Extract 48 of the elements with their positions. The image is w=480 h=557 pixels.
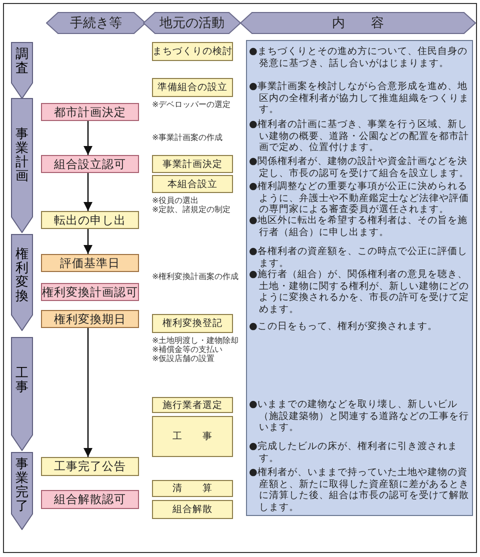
content-panel (246, 40, 473, 516)
arrow (83, 121, 93, 155)
arrow (83, 229, 93, 254)
phase-band: 調査 (11, 42, 33, 99)
procedure-box: 組合解散認可 (41, 490, 139, 509)
activity-box: 施行業者選定 (152, 397, 233, 413)
procedure-box: 権利変換計画認可 (41, 283, 139, 301)
activity-box: 清 算 (152, 480, 233, 497)
bullet-text: ●各権利者の資産額を、この時点で公正に評価します。 (249, 246, 468, 269)
procedure-box: 都市計画決定 (41, 103, 139, 121)
note-text: ※権利変換計画案の作成 (152, 272, 239, 281)
phase-band: 工事 (11, 337, 33, 451)
phase-band: 事業完了 (11, 452, 33, 530)
procedure-box: 権利変換期日 (41, 310, 139, 328)
activity-box: 事業計画決定 (152, 155, 233, 173)
note-text: ※事業計画案の作成 (152, 133, 223, 142)
column-header: 手続き等 (46, 12, 146, 34)
note-text: ※補償金等の支払い (152, 345, 223, 354)
activity-box: まちづくりの検討 (152, 42, 233, 61)
note-text: ※デベロッパーの選定 (152, 100, 231, 109)
arrow (83, 173, 93, 211)
note-text: ※土地明渡し・建物除却 (152, 336, 239, 345)
bullet-text: ●施行者（組合）が、関係権利者の意見を聴き、土地・建物に関する権利が、新しい建物にどのように変換されるかを、市長の許可を受けて定めます。 (249, 269, 470, 315)
activity-box: 組合解散 (152, 500, 233, 519)
bullet-text: ●事業計画案を検討しながら合意形成を進め、地区内の全権利者が協力して推進組織をつくります。 (249, 81, 470, 116)
bullet-text: ●この日をもって、権利が変換されます。 (249, 321, 438, 332)
bullet-text: ●権利者の計画に基づき、事業を行う区域、新しい建物の概要、道路・公園などの配置を都市計画で定め、位置付けます。 (249, 119, 470, 154)
bullet-text: ●いままでの建物などを取り壊し、新しいビル（施設建築物）と関連する道路などの工事を行います。 (249, 399, 470, 434)
procedure-box: 組合設立認可 (41, 155, 139, 173)
procedure-box: 評価基準日 (41, 254, 139, 272)
activity-box: 準備組合の設立 (152, 78, 233, 97)
note-text: ※仮設店舗の設置 (152, 354, 215, 363)
bullet-text: ●権利者が、いままで持っていた土地や建物の資産額と、新たに取得した資産額に差があるときに清算した後、組合は市長の認可を受けて解散します。 (249, 467, 470, 513)
column-header: 地元の活動 (143, 12, 241, 34)
note-text: ※定款、諸規定の制定 (152, 205, 231, 214)
activity-box: 工事完了公告 (41, 457, 139, 476)
activity-box: 権利変換登記 (152, 314, 233, 333)
bullet-text: ●まちづくりとその進め方について、住民自身の発意に基づき、話し合いがはじまります。 (249, 46, 468, 69)
activity-box: 転出の申し出 (41, 211, 139, 229)
bullet-text: ●地区外に転出を希望する権利者は、その旨を施行者（組合）に申し出ます。 (249, 215, 468, 238)
bullet-text: ●権利調整などの重要な事項が公正に決められるように、弁護士や不動産鑑定士など法律や評価の専門家による審査委員が選任されます。 (249, 181, 470, 215)
arrow (83, 328, 93, 457)
phase-band: 権利変換 (11, 234, 33, 331)
note-text: ※役員の選出 (152, 196, 199, 205)
bullet-text: ●関係権利者が、建物の設計や資金計画などを決定し、市長の認可を受けて組合を設立します。 (249, 156, 470, 179)
activity-box: 工 事 (152, 416, 233, 457)
activity-box: 本組合設立 (152, 175, 233, 193)
bullet-text: ●完成したビルの床が、権利者に引き渡されます。 (249, 441, 458, 464)
